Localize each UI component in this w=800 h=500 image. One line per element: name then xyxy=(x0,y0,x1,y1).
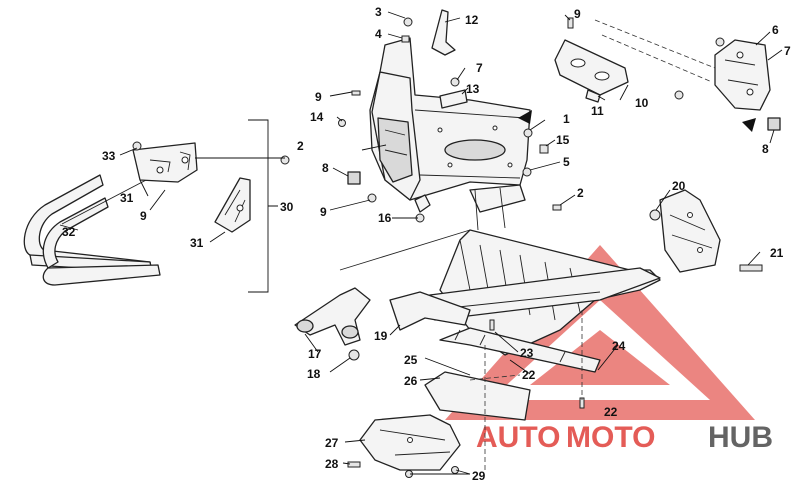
callout-7-left: 7 xyxy=(476,61,483,75)
callout-8-right: 8 xyxy=(762,142,769,156)
callout-12: 12 xyxy=(465,13,479,27)
mount-plate-10 xyxy=(554,39,629,103)
watermark-word-moto: MOTO xyxy=(566,421,655,454)
callout-32: 32 xyxy=(62,225,76,239)
callout-1: 1 xyxy=(563,112,570,126)
callout-31-lower: 31 xyxy=(190,236,204,250)
callout-29: 29 xyxy=(472,469,486,483)
callout-19: 19 xyxy=(374,329,388,343)
leader-lines xyxy=(59,11,783,475)
callout-2-left: 2 xyxy=(297,139,304,153)
front-bulkhead xyxy=(369,37,531,213)
callout-3: 3 xyxy=(375,5,382,19)
lower-frame xyxy=(419,184,661,373)
callout-11: 11 xyxy=(591,104,604,118)
callout-numbers: 3 4 12 7 9 13 14 1 15 5 11 10 9 6 7 8 8 … xyxy=(62,5,791,483)
callout-2-right: 2 xyxy=(577,186,584,200)
lower-guard-27 xyxy=(359,414,461,471)
callout-24: 24 xyxy=(612,339,626,353)
callout-9-bottom: 9 xyxy=(320,205,327,219)
watermark-word-hub: HUB xyxy=(708,421,773,454)
callout-7-right: 7 xyxy=(784,44,791,58)
front-bumper xyxy=(23,174,161,286)
callout-26: 26 xyxy=(404,374,418,388)
bumper-bracket-lower xyxy=(214,177,251,233)
callout-31-upper: 31 xyxy=(120,191,134,205)
upper-plate-12 xyxy=(431,9,456,56)
callout-9-left: 9 xyxy=(140,209,147,223)
callout-9-right: 9 xyxy=(574,7,581,21)
callout-33: 33 xyxy=(102,149,116,163)
callout-15: 15 xyxy=(556,133,570,147)
bracket-13 xyxy=(439,89,468,109)
cross-member-17 xyxy=(294,287,371,346)
callout-18: 18 xyxy=(307,367,321,381)
callout-20: 20 xyxy=(672,179,686,193)
rubber-block-8-right xyxy=(767,117,781,131)
callout-6: 6 xyxy=(772,23,779,37)
skid-panel-26 xyxy=(424,371,531,421)
callout-21: 21 xyxy=(770,246,784,260)
callout-17: 17 xyxy=(308,347,322,361)
bumper-bracket-upper xyxy=(132,142,198,183)
callout-4: 4 xyxy=(375,27,382,41)
callout-5: 5 xyxy=(563,155,570,169)
callout-9-top: 9 xyxy=(315,90,322,104)
bracket-20 xyxy=(659,189,721,273)
callout-14: 14 xyxy=(310,110,324,124)
watermark-triangle-core xyxy=(530,330,670,385)
rubber-block-8-left xyxy=(347,171,361,185)
group-bracket-30 xyxy=(248,119,278,293)
watermark-word-auto: AUTO xyxy=(476,421,560,454)
callout-27: 27 xyxy=(325,436,339,450)
callout-28: 28 xyxy=(325,457,339,471)
arrow-marker-8 xyxy=(742,118,756,132)
callout-23: 23 xyxy=(520,346,534,360)
callout-22-lower: 22 xyxy=(604,405,618,419)
bracket-assembly-6 xyxy=(594,19,771,111)
callout-25: 25 xyxy=(404,353,418,367)
callout-13: 13 xyxy=(466,82,480,96)
callout-16: 16 xyxy=(378,211,392,225)
callout-8-left: 8 xyxy=(322,161,329,175)
callout-30: 30 xyxy=(280,200,294,214)
brace-19 xyxy=(389,291,471,331)
callout-22-upper: 22 xyxy=(522,368,536,382)
watermark-logo: AUTO MOTO HUB xyxy=(445,245,773,454)
arrow-marker-1 xyxy=(518,110,532,124)
callout-10: 10 xyxy=(635,96,649,110)
fasteners xyxy=(132,17,763,478)
